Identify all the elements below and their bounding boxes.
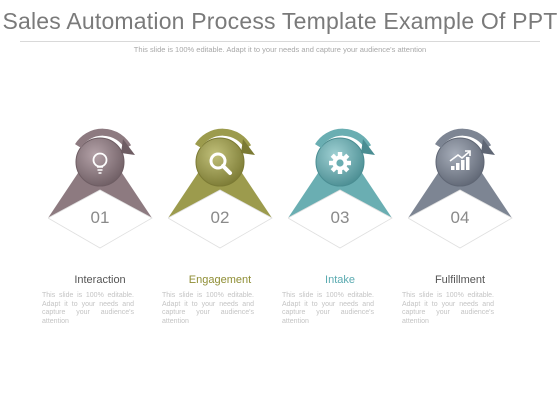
step-label: Intake: [325, 274, 355, 286]
lightbulb-icon: [92, 152, 108, 174]
step-label: Engagement: [188, 274, 252, 286]
growth-chart-icon: [449, 150, 471, 170]
step-graphic: [168, 128, 273, 249]
slide-subtitle: This slide is 100% editable. Adapt it to…: [133, 45, 427, 54]
step-description: This slide is 100% editable. Adapt it to…: [282, 292, 374, 325]
step-number: 03: [330, 208, 350, 227]
step-number: 02: [210, 208, 230, 227]
step-description: This slide is 100% editable. Adapt it to…: [42, 292, 134, 325]
step-number: 01: [90, 208, 110, 227]
process-step: 04 Fulfillment This slide is 100% editab…: [402, 125, 528, 355]
title-rule: [20, 41, 540, 42]
magnifier-icon: [209, 152, 232, 175]
step-graphic: [408, 128, 513, 249]
slide-title: Sales Automation Process Template Exampl…: [2, 8, 558, 34]
step-label: Interaction: [74, 274, 126, 286]
step-number: 04: [450, 208, 470, 227]
step-graphic: [48, 128, 153, 249]
gear-icon: [329, 152, 351, 174]
process-step: 03 Intake This slide is 100% editable. A…: [282, 125, 408, 355]
process-step: 02 Engagement This slide is 100% editabl…: [162, 125, 288, 355]
step-description: This slide is 100% editable. Adapt it to…: [162, 292, 254, 325]
process-step: 01 Interaction This slide is 100% editab…: [42, 125, 168, 355]
step-description: This slide is 100% editable. Adapt it to…: [402, 292, 494, 325]
step-graphic: [288, 128, 393, 249]
step-label: Fulfillment: [434, 274, 486, 286]
